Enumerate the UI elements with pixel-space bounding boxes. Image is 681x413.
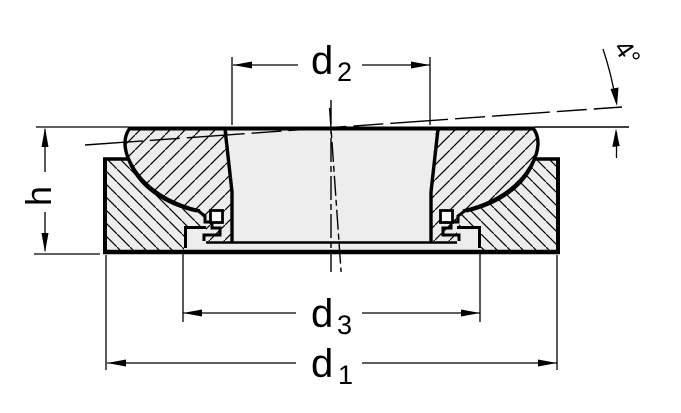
retainer-foot-right — [457, 226, 481, 248]
retainer-clearance-notch-right — [439, 209, 454, 224]
angle-arrow-down — [610, 87, 619, 106]
d2-arrow-right — [411, 61, 430, 69]
tilted-face-phantom-line — [84, 106, 623, 146]
dimension-d2: d 2 — [231, 39, 431, 125]
dimension-label-d3-subscript: 3 — [337, 310, 352, 340]
washer-bore-wall-right — [429, 128, 440, 242]
dimension-label-d2: d — [311, 39, 333, 83]
d2-arrow-left — [233, 61, 252, 69]
d1-arrow-right — [538, 359, 557, 367]
centerlines — [328, 100, 342, 273]
h-arrow-down — [41, 233, 49, 253]
ring-seat-edge-left — [127, 159, 198, 213]
retainer-clearance-notch-left — [209, 209, 224, 224]
dimension-d3: d 3 — [182, 250, 481, 340]
dimension-label-h: h — [18, 186, 59, 206]
d3-arrow-right — [461, 309, 480, 317]
dimension-h: h — [18, 126, 128, 255]
retainer-hook-left — [196, 208, 222, 241]
washer-bore-wall-left — [223, 128, 234, 242]
retainer-foot-left — [184, 226, 206, 248]
dimension-label-d3: d — [311, 292, 333, 336]
dimension-d1: d 1 — [105, 255, 558, 390]
dimension-label-d2-subscript: 2 — [337, 57, 352, 87]
tilted-centerline — [328, 107, 342, 273]
angle-arrow-up — [612, 128, 620, 147]
dimension-label-d1: d — [311, 342, 333, 386]
d3-arrow-left — [183, 309, 202, 317]
d1-arrow-left — [107, 359, 126, 367]
h-arrow-up — [41, 127, 49, 147]
dimension-label-d1-subscript: 1 — [338, 360, 353, 390]
retainer-hook-right — [441, 208, 467, 241]
ring-seat-edge-right — [465, 159, 536, 213]
